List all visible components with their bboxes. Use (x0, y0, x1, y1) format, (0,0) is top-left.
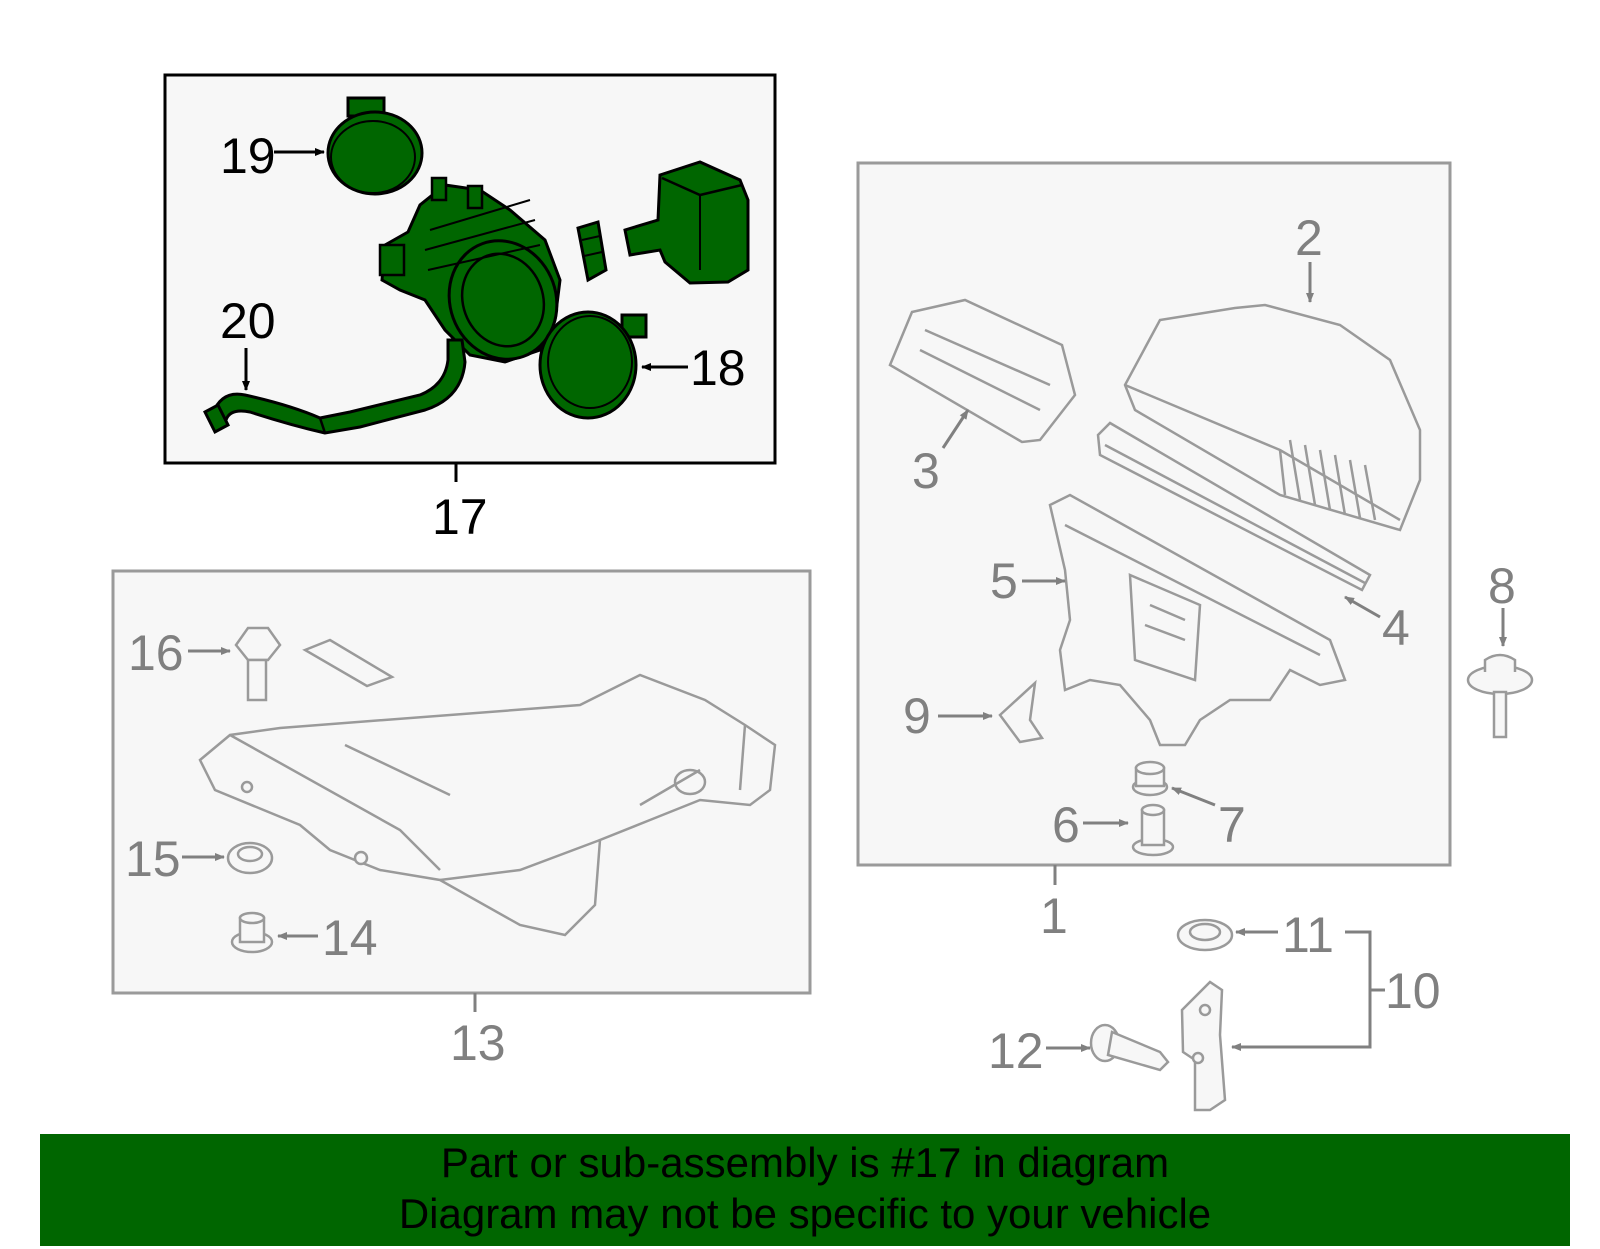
callout-5-label: 5 (990, 553, 1018, 609)
callout-7-arrow (1171, 786, 1216, 807)
callout-14-label: 14 (322, 910, 378, 966)
banner-line-2: Diagram may not be specific to your vehi… (398, 1190, 1212, 1237)
part-7-grommet[interactable] (1131, 760, 1169, 797)
callout-3-arrow (941, 409, 970, 449)
part-label-tag[interactable] (302, 638, 395, 688)
callout-10-label: 10 (1385, 963, 1441, 1019)
part-16-bolt[interactable] (234, 626, 282, 702)
banner-line-1: Part or sub-assembly is #17 in diagram (440, 1139, 1170, 1186)
callout-13-label: 13 (450, 1015, 506, 1071)
part-17-intake-tube[interactable] (378, 176, 573, 375)
callout-19-label: 19 (220, 128, 276, 184)
callout-20-label: 20 (220, 293, 276, 349)
callout-15-label: 15 (125, 831, 181, 887)
callout-12-label: 12 (988, 1023, 1044, 1079)
callout-8-label: 8 (1488, 558, 1516, 614)
callout-4-arrow (1344, 595, 1381, 619)
part-19-clamp[interactable] (326, 96, 424, 196)
part-6-pin[interactable] (1131, 803, 1175, 857)
part-13-air-duct[interactable] (198, 673, 777, 937)
part-2-upper-housing[interactable] (1123, 303, 1422, 532)
part-9-bracket[interactable] (998, 679, 1045, 744)
info-banner: Part or sub-assembly is #17 in diagram D… (40, 1134, 1570, 1246)
callout-7-label: 7 (1218, 797, 1246, 853)
callout-16-label: 16 (128, 625, 184, 681)
part-12-bolt[interactable] (1089, 1023, 1170, 1072)
part-5-lower-housing[interactable] (1048, 493, 1347, 747)
part-18-clamp[interactable] (538, 310, 648, 420)
part-3-cover[interactable] (888, 298, 1077, 444)
callout-9-label: 9 (903, 688, 931, 744)
callout-11-label: 11 (1282, 907, 1334, 963)
part-8-push-pin[interactable] (1466, 653, 1534, 739)
callout-2-label: 2 (1295, 210, 1323, 266)
callout-3-label: 3 (912, 443, 940, 499)
part-10-bracket[interactable] (1180, 980, 1227, 1112)
callout-1-label: 1 (1040, 888, 1068, 944)
callout-18-label: 18 (690, 340, 746, 396)
part-17-resonator[interactable] (623, 160, 750, 285)
part-14-grommet[interactable] (230, 911, 274, 954)
callout-6-label: 6 (1052, 797, 1080, 853)
callout-4-label: 4 (1382, 600, 1410, 656)
part-17-sensor-clip[interactable] (576, 220, 608, 283)
callout-17-label: 17 (432, 489, 488, 545)
part-15-grommet[interactable] (226, 841, 274, 875)
part-4-filter[interactable] (1096, 421, 1372, 592)
part-20-hose[interactable] (203, 338, 467, 435)
part-11-grommet[interactable] (1176, 918, 1234, 952)
